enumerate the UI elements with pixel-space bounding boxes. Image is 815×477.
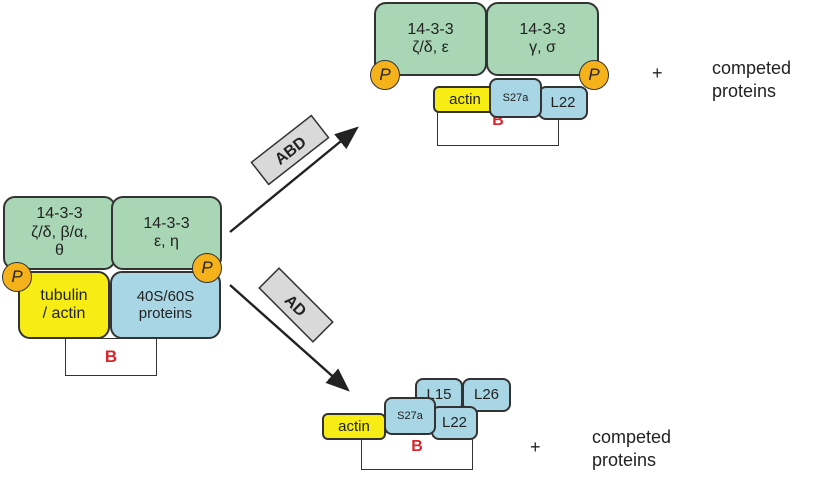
top-l22-label: L22 bbox=[550, 94, 576, 112]
top-green2-label: 14-3-3 γ, σ bbox=[519, 20, 566, 56]
abd-label-box: ABD bbox=[250, 114, 330, 186]
left-green1-label: 14-3-3 ζ/δ, β/α, θ bbox=[31, 205, 88, 260]
top-actin-label: actin bbox=[449, 90, 481, 108]
top-s27a: S27a bbox=[489, 78, 542, 118]
top-actin: actin bbox=[433, 86, 497, 113]
top-phospho-icon-1: P bbox=[370, 60, 400, 90]
bottom-s27a-label: S27a bbox=[397, 409, 423, 422]
bottom-l26-label: L26 bbox=[473, 386, 500, 404]
left-green2-label: 14-3-3 ε, η bbox=[143, 214, 190, 250]
bottom-plus-sign: + bbox=[530, 437, 541, 457]
bottom-s27a: S27a bbox=[384, 397, 436, 435]
left-b-label: B bbox=[104, 347, 118, 366]
arrow-to-abd-complex bbox=[229, 126, 359, 233]
left-yellow-label: tubulin / actin bbox=[40, 286, 88, 322]
top-b-label: B bbox=[492, 112, 504, 129]
bottom-l22: L22 bbox=[431, 406, 478, 440]
top-p1-label: P bbox=[379, 65, 391, 84]
bottom-l22-label: L22 bbox=[441, 414, 468, 432]
bottom-competed-proteins: competed proteins bbox=[592, 427, 672, 470]
top-14-3-3-gamma-sigma: 14-3-3 γ, σ bbox=[486, 2, 599, 76]
ad-label-box: AD bbox=[258, 267, 334, 343]
left-phospho-icon-2: P bbox=[192, 253, 222, 283]
top-competed-proteins: competed proteins bbox=[712, 58, 792, 101]
left-blue-label: 40S/60S proteins bbox=[136, 287, 195, 322]
top-l22: L22 bbox=[538, 86, 588, 120]
top-s27a-label: S27a bbox=[502, 91, 529, 104]
bottom-actin: actin bbox=[322, 413, 386, 440]
left-p2-label: P bbox=[201, 258, 213, 277]
top-p2-label: P bbox=[588, 65, 600, 84]
left-14-3-3-zeta-beta-theta: 14-3-3 ζ/δ, β/α, θ bbox=[3, 196, 116, 270]
arrow-to-ad-complex bbox=[229, 284, 350, 392]
top-green1-label: 14-3-3 ζ/δ, ε bbox=[407, 20, 454, 56]
left-p1-label: P bbox=[11, 267, 23, 286]
bottom-actin-label: actin bbox=[338, 417, 370, 435]
left-tubulin-actin: tubulin / actin bbox=[18, 271, 110, 339]
left-b-box: B bbox=[65, 338, 157, 376]
bottom-b-label: B bbox=[411, 438, 423, 455]
top-phospho-icon-2: P bbox=[579, 60, 609, 90]
left-phospho-icon-1: P bbox=[2, 262, 32, 292]
top-plus-sign: + bbox=[652, 63, 663, 83]
